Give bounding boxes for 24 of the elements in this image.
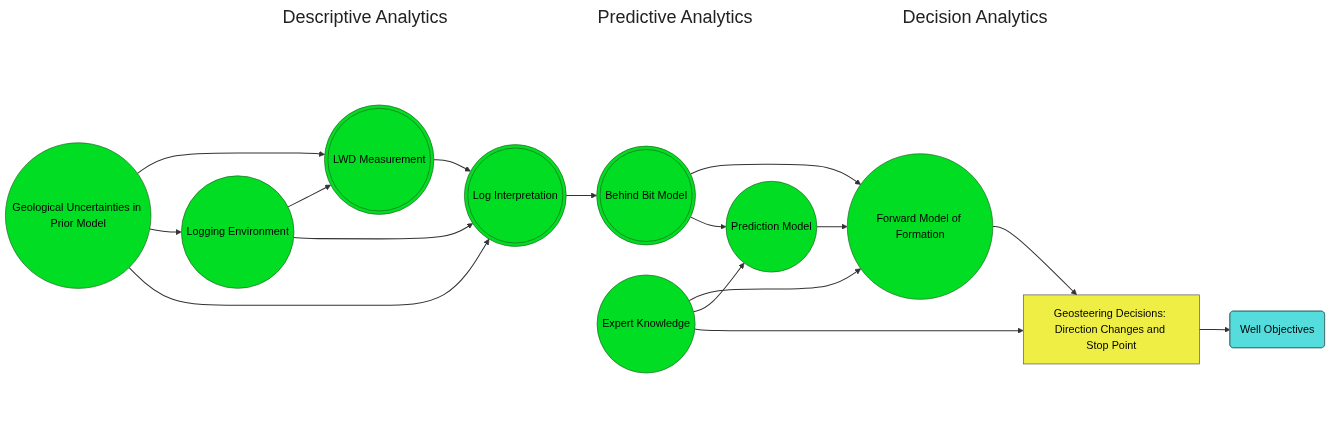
arrow [816, 223, 848, 230]
section-heading: Predictive Analytics [597, 6, 753, 28]
node-circle: Geological Uncertainties in Prior Model [5, 142, 152, 289]
node-circle: Expert Knowledge [596, 274, 696, 374]
arrow [693, 262, 745, 313]
arrow [688, 268, 861, 302]
arrow [992, 226, 1077, 296]
arrow [690, 163, 861, 185]
arrow [293, 223, 473, 240]
arrow [433, 159, 471, 172]
arrow [287, 184, 331, 208]
node-circle: Prediction Model [725, 180, 818, 273]
node-box: Geosteering Decisions: Direction Changes and Stop Point [1023, 294, 1200, 365]
section-heading: Decision Analytics [902, 6, 1048, 28]
arrow [149, 228, 182, 236]
arrow [1198, 326, 1231, 333]
arrow [128, 238, 490, 306]
node-circle: Logging Environment [181, 175, 295, 289]
arrow [690, 216, 727, 230]
section-heading: Descriptive Analytics [282, 6, 448, 28]
node-circle: Forward Model of Formation [846, 153, 994, 300]
arrow [694, 327, 1024, 334]
arrow [565, 192, 597, 199]
arrow [136, 150, 325, 174]
